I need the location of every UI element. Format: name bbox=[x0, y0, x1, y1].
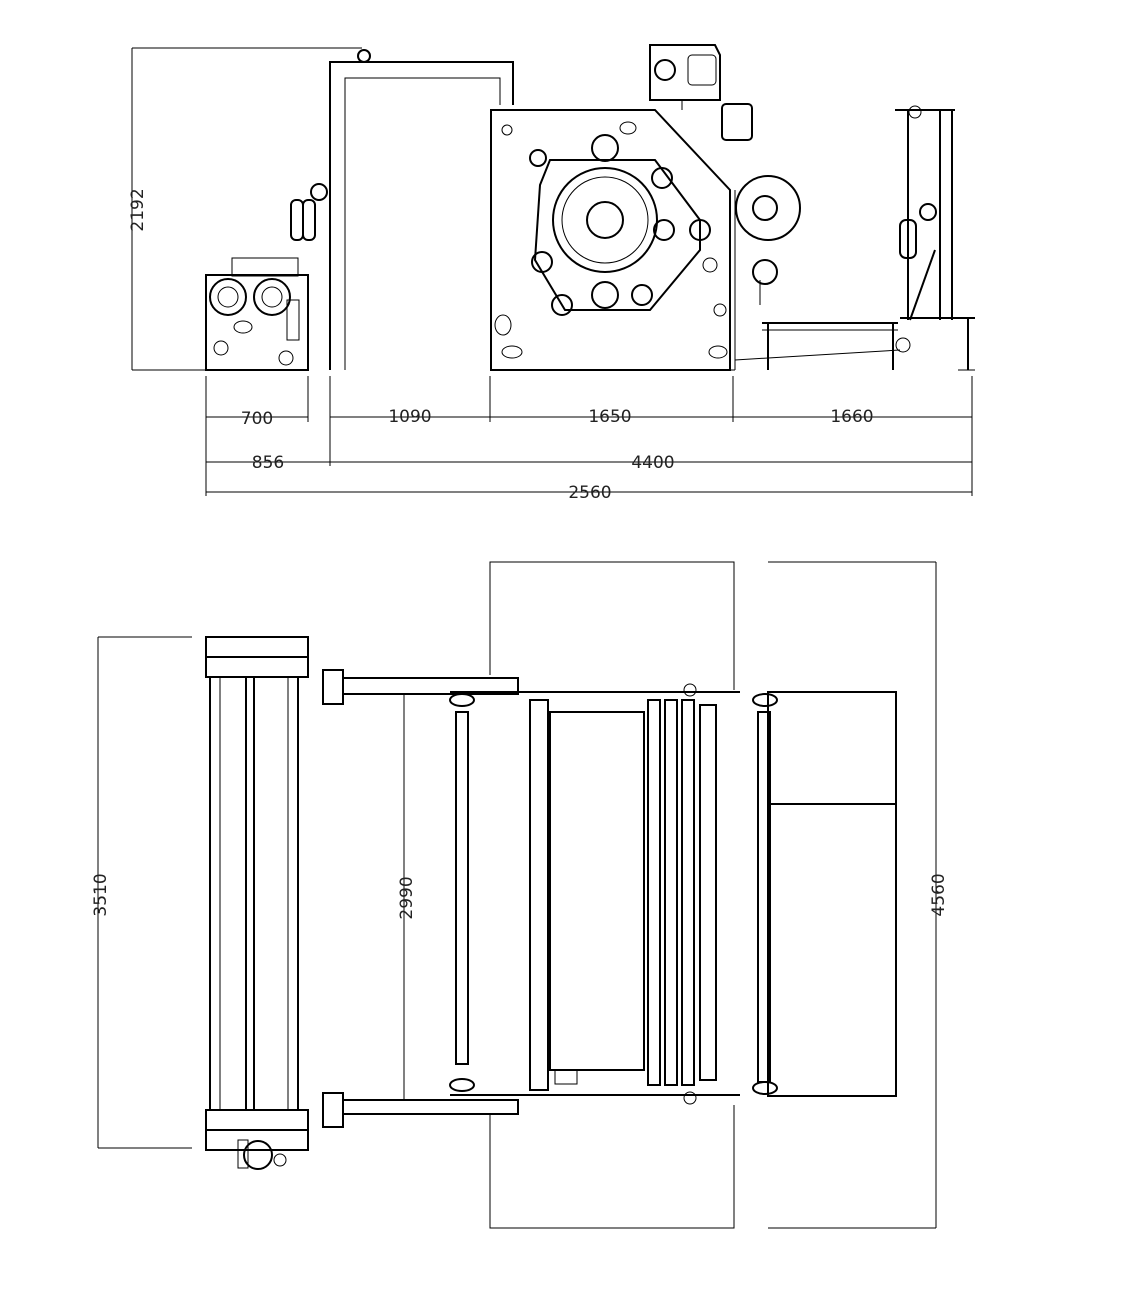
dim-frame-width: 2990 bbox=[397, 876, 417, 919]
right-stand bbox=[895, 105, 975, 371]
dim-main-span: 1650 bbox=[588, 407, 631, 427]
height-dim-label: 2192 bbox=[128, 188, 148, 231]
plan-view: 3510 2990 bbox=[91, 561, 949, 1229]
unwind-unit-plan bbox=[205, 636, 309, 1170]
main-frame-plan bbox=[450, 561, 740, 1229]
rollers-plan bbox=[449, 683, 778, 1105]
dim-main-length: 4400 bbox=[631, 453, 674, 473]
dim-overall-width: 4560 bbox=[929, 873, 949, 916]
left-width-dimension: 3510 bbox=[91, 636, 192, 1149]
length-dimensions: 700 1090 1650 1660 856 4400 2560 bbox=[205, 376, 973, 503]
dim-left-offset: 856 bbox=[252, 453, 284, 473]
outfeed-table bbox=[734, 322, 901, 370]
rewind-rollers bbox=[734, 175, 801, 370]
dim-left-width: 3510 bbox=[91, 873, 111, 916]
overall-width-dimension: 4560 bbox=[768, 561, 949, 1229]
unwind-unit bbox=[205, 257, 309, 371]
tall-frame bbox=[290, 49, 514, 370]
main-machine-body bbox=[490, 109, 731, 371]
dim-overall-length: 2560 bbox=[568, 483, 611, 503]
control-boxes bbox=[649, 44, 753, 141]
dim-frame-span: 1090 bbox=[388, 407, 431, 427]
dim-outfeed-span: 1660 bbox=[830, 407, 873, 427]
height-dimension: 2192 bbox=[128, 47, 362, 371]
rewind-boxes-plan bbox=[767, 691, 897, 1097]
dim-unwind-width: 700 bbox=[241, 409, 273, 429]
side-arms bbox=[322, 669, 519, 1128]
elevation-view: 2192 bbox=[128, 44, 975, 503]
